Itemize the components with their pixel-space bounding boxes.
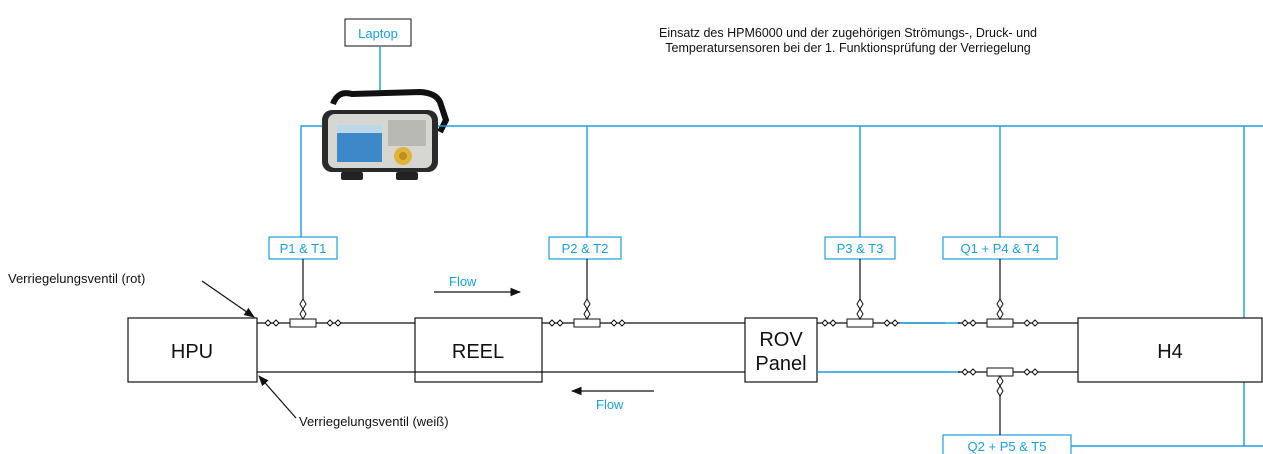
svg-text:P3 & T3: P3 & T3: [837, 241, 884, 256]
sensor-label-2: P2 & T2: [548, 236, 622, 260]
svg-text:HPU: HPU: [171, 341, 213, 363]
title-line-2: Temperatursensoren bei der 1. Funktionsp…: [665, 41, 1031, 55]
svg-text:H4: H4: [1157, 341, 1183, 363]
inline-sensor-2: [548, 298, 626, 328]
svg-text:P1 & T1: P1 & T1: [280, 241, 327, 256]
sensor-label-3: P3 & T3: [824, 236, 896, 260]
svg-text:Q2 + P5 & T5: Q2 + P5 & T5: [968, 439, 1047, 454]
valve-red-arrow: [201, 280, 255, 318]
svg-text:REEL: REEL: [452, 341, 504, 363]
sensor-label-1: P1 & T1: [268, 236, 338, 260]
svg-text:P2 & T2: P2 & T2: [562, 241, 609, 256]
laptop-label: Laptop: [358, 26, 398, 41]
hpm6000-handheld-icon: [322, 88, 450, 180]
svg-text:Q1 + P4 & T4: Q1 + P4 & T4: [961, 241, 1040, 256]
rov-panel-unit: ROV Panel: [744, 317, 818, 383]
sensor-label-5: Q2 + P5 & T5: [942, 434, 1072, 454]
hpu-unit: HPU: [127, 317, 258, 383]
svg-text:Panel: Panel: [755, 353, 806, 375]
valve-red-label: Verriegelungsventil (rot): [8, 271, 145, 286]
reel-unit: REEL: [414, 317, 543, 383]
inline-sensor-4: [961, 298, 1039, 328]
inline-sensor-1: [264, 294, 342, 328]
flow-label-top: Flow: [449, 274, 477, 289]
h4-unit: H4: [1077, 317, 1263, 383]
title-line-1: Einsatz des HPM6000 und der zugehörigen …: [659, 26, 1037, 40]
sensor-label-4: Q1 + P4 & T4: [942, 236, 1058, 260]
flow-label-bottom: Flow: [596, 397, 624, 412]
inline-sensor-3: [821, 298, 899, 328]
svg-text:ROV: ROV: [759, 329, 803, 351]
valve-white-arrow: [258, 375, 297, 419]
inline-sensor-5: [961, 367, 1039, 397]
valve-white-label: Verriegelungsventil (weiß): [299, 414, 449, 429]
sensor-cable-1: [300, 125, 322, 237]
laptop-box: [344, 18, 412, 47]
